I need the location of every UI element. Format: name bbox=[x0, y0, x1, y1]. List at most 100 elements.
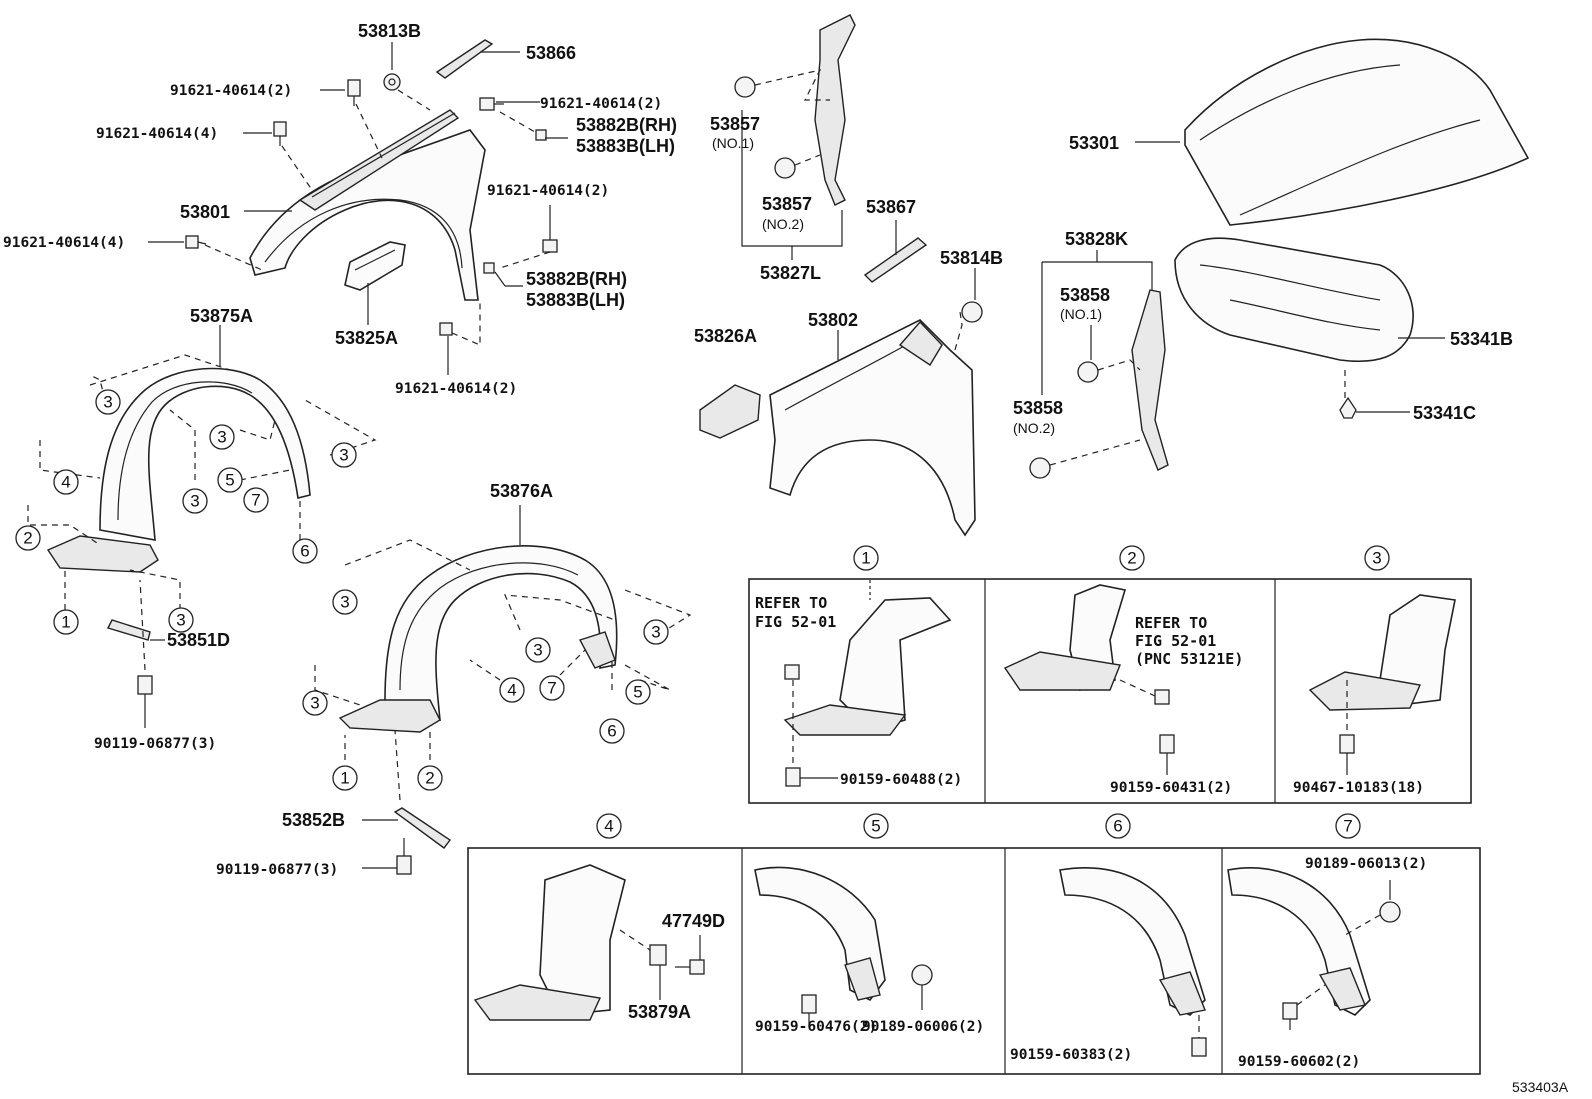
box-3-number: 3 bbox=[1372, 549, 1381, 568]
screw-detail-6[interactable] bbox=[1191, 1037, 1207, 1057]
bolt-91621-c[interactable] bbox=[479, 97, 504, 111]
label-53876A: 53876A bbox=[490, 481, 553, 501]
label-53866: 53866 bbox=[526, 43, 576, 63]
insulator-53341B[interactable] bbox=[1174, 237, 1414, 363]
nut-53882B-a[interactable] bbox=[535, 129, 547, 141]
ref-box1-line2: FIG 52-01 bbox=[755, 613, 836, 631]
seal-53866[interactable] bbox=[435, 39, 494, 79]
label-53857-2-note: (NO.2) bbox=[762, 216, 804, 232]
detail-6-liner bbox=[1059, 867, 1207, 1057]
bracket-53826A[interactable] bbox=[699, 384, 761, 439]
label-91621-40614-2: 91621-40614(2) bbox=[540, 96, 662, 112]
label-91621-40614-2: 91621-40614(2) bbox=[395, 381, 517, 397]
bolt-91621-a[interactable] bbox=[347, 79, 361, 106]
clip-53857-2[interactable] bbox=[774, 157, 796, 179]
callout-3: 3 bbox=[339, 446, 348, 465]
clip-detail-2[interactable] bbox=[1154, 689, 1170, 705]
label-53879A: 53879A bbox=[628, 1002, 691, 1022]
clip-53813B[interactable] bbox=[383, 73, 401, 91]
clip-53858-1[interactable] bbox=[1077, 361, 1099, 383]
screw-detail-2[interactable] bbox=[1159, 734, 1175, 754]
clip-detail-5[interactable] bbox=[911, 964, 933, 986]
ref-box1-line1: REFER TO bbox=[755, 594, 827, 612]
label-53813B: 53813B bbox=[358, 21, 421, 41]
bolt-90119-a[interactable] bbox=[137, 675, 153, 728]
label-53882B-rh: 53882B(RH) bbox=[526, 269, 627, 289]
callout-1: 1 bbox=[61, 613, 70, 632]
bracket-53851D[interactable] bbox=[107, 619, 151, 641]
bracket-53825A[interactable] bbox=[344, 241, 406, 291]
callout-6: 6 bbox=[607, 722, 616, 741]
clip-53858-2[interactable] bbox=[1029, 457, 1051, 479]
label-90119-06877-3: 90119-06877(3) bbox=[94, 736, 216, 752]
label-90159-60383-2: 90159-60383(2) bbox=[1010, 1047, 1132, 1063]
labels: 53813B 53866 91621-40614(2) 91621-40614(… bbox=[3, 21, 1569, 1095]
label-91621-40614-4: 91621-40614(4) bbox=[96, 126, 218, 142]
fender-53801[interactable] bbox=[249, 109, 486, 301]
label-91621-40614-4: 91621-40614(4) bbox=[3, 235, 125, 251]
callout-2: 2 bbox=[425, 769, 434, 788]
hood-53301[interactable] bbox=[1184, 38, 1530, 226]
label-90159-60476-2: 90159-60476(2) bbox=[755, 1019, 877, 1035]
clip-detail-1[interactable] bbox=[784, 664, 800, 680]
nut-53882B-b[interactable] bbox=[483, 262, 495, 274]
callouts: 3 4 2 1 3 3 3 3 5 7 6 3 3 1 2 4 3 7 6 5 … bbox=[15, 389, 1390, 839]
screw-detail-5[interactable] bbox=[801, 994, 817, 1014]
clip-53879A[interactable] bbox=[649, 944, 667, 966]
label-53301: 53301 bbox=[1069, 133, 1119, 153]
ref-box2-line1: REFER TO bbox=[1135, 614, 1207, 632]
label-53825A: 53825A bbox=[335, 328, 398, 348]
label-47749D: 47749D bbox=[662, 911, 725, 931]
box-7-number: 7 bbox=[1343, 817, 1352, 836]
label-53802: 53802 bbox=[808, 310, 858, 330]
label-90189-06006-2: 90189-06006(2) bbox=[862, 1019, 984, 1035]
callout-4: 4 bbox=[507, 681, 516, 700]
label-53883B-lh: 53883B(LH) bbox=[526, 290, 625, 310]
seal-53827L[interactable] bbox=[814, 14, 856, 206]
label-53826A: 53826A bbox=[694, 326, 757, 346]
clip-53857-1[interactable] bbox=[734, 76, 756, 98]
box-6-number: 6 bbox=[1113, 817, 1122, 836]
clip-detail-7[interactable] bbox=[1379, 901, 1401, 923]
seal-53828K[interactable] bbox=[1131, 289, 1169, 471]
callout-3: 3 bbox=[533, 641, 542, 660]
callout-2: 2 bbox=[23, 529, 32, 548]
bolt-91621-e[interactable] bbox=[542, 239, 558, 253]
fender-53802[interactable] bbox=[769, 319, 976, 537]
bracket-53852B[interactable] bbox=[393, 807, 452, 849]
screw-detail-7[interactable] bbox=[1282, 1002, 1298, 1020]
detail-1-liner bbox=[783, 580, 952, 787]
label-90159-60602-2: 90159-60602(2) bbox=[1238, 1054, 1360, 1070]
label-91621-40614-2: 91621-40614(2) bbox=[170, 83, 292, 99]
bolt-90119-b[interactable] bbox=[396, 838, 412, 875]
clip-detail-3[interactable] bbox=[1339, 734, 1355, 754]
seal-53867[interactable] bbox=[863, 237, 928, 283]
screw-47749D[interactable] bbox=[675, 959, 705, 975]
clip-53341C[interactable] bbox=[1339, 396, 1357, 419]
bolt-91621-d[interactable] bbox=[185, 235, 207, 249]
label-91621-40614-2: 91621-40614(2) bbox=[487, 183, 609, 199]
label-53857-1-note: (NO.1) bbox=[712, 135, 754, 151]
label-90159-60431-2: 90159-60431(2) bbox=[1110, 780, 1232, 796]
ref-box2-line3: (PNC 53121E) bbox=[1135, 650, 1243, 668]
label-53801: 53801 bbox=[180, 202, 230, 222]
clip-53814B[interactable] bbox=[961, 301, 983, 323]
callout-1: 1 bbox=[340, 769, 349, 788]
callout-4: 4 bbox=[61, 473, 70, 492]
detail-2-liner bbox=[1003, 584, 1175, 775]
callout-6: 6 bbox=[300, 542, 309, 561]
liner-53875A[interactable] bbox=[46, 367, 311, 573]
label-53858-1-note: (NO.1) bbox=[1060, 306, 1102, 322]
ref-box2-line2: FIG 52-01 bbox=[1135, 632, 1216, 650]
bolt-91621-f[interactable] bbox=[439, 322, 453, 336]
detail-5-liner bbox=[754, 866, 933, 1025]
screw-detail-1[interactable] bbox=[785, 767, 801, 787]
callout-7: 7 bbox=[547, 679, 556, 698]
label-53858-2: 53858 bbox=[1013, 398, 1063, 418]
label-53867: 53867 bbox=[866, 197, 916, 217]
liner-53876A[interactable] bbox=[338, 545, 618, 733]
label-90119-06877-3: 90119-06877(3) bbox=[216, 862, 338, 878]
label-53875A: 53875A bbox=[190, 306, 253, 326]
label-90467-10183-18: 90467-10183(18) bbox=[1293, 780, 1424, 796]
bolt-91621-b[interactable] bbox=[273, 121, 287, 146]
